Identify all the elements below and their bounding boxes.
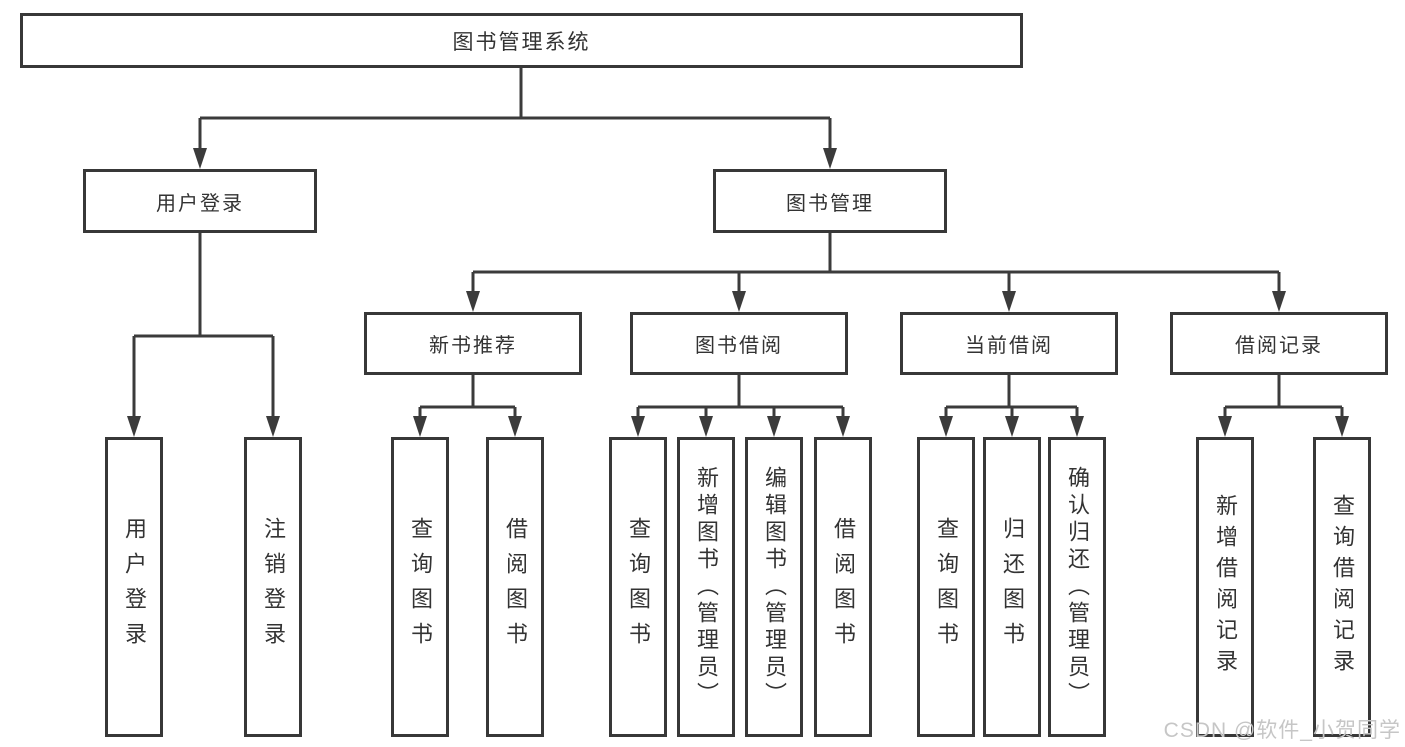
leaf-query-books-recommend: 查询图书 <box>391 437 449 737</box>
node-label: 用户登录 <box>156 192 244 215</box>
node-label: 编辑图书（管理员） <box>762 465 787 709</box>
node-label: 用户登录 <box>122 517 147 657</box>
csdn-watermark: CSDN @软件_小贺同学 <box>1163 719 1401 742</box>
node-user-login: 用户登录 <box>83 169 317 233</box>
leaf-user-login: 用户登录 <box>105 437 163 737</box>
node-label: 图书管理 <box>786 192 874 215</box>
leaf-query-books-borrow: 查询图书 <box>609 437 667 737</box>
node-label: 注销登录 <box>261 517 286 657</box>
node-label: 新增图书（管理员） <box>694 465 719 709</box>
node-label: 查询图书 <box>408 517 433 657</box>
node-label: 借阅图书 <box>831 517 856 657</box>
node-label: 新书推荐 <box>429 335 517 357</box>
connector-book-borrow-children <box>631 375 850 437</box>
connector-user-login-children <box>127 233 280 437</box>
node-book-management: 图书管理 <box>713 169 947 233</box>
node-borrow-record: 借阅记录 <box>1170 312 1388 375</box>
node-current-borrow: 当前借阅 <box>900 312 1118 375</box>
leaf-add-borrow-record: 新增借阅记录 <box>1196 437 1254 737</box>
node-label: 查询图书 <box>934 517 959 657</box>
node-label: 图书借阅 <box>695 335 783 357</box>
node-label: 确认归还（管理员） <box>1065 465 1090 709</box>
node-label: 图书管理系统 <box>452 30 591 54</box>
connector-borrow-record-children <box>1218 375 1349 437</box>
node-label: 查询图书 <box>626 517 651 657</box>
leaf-logout: 注销登录 <box>244 437 302 737</box>
node-label: 新增借阅记录 <box>1213 494 1238 680</box>
connector-new-book-children <box>413 375 522 437</box>
leaf-borrow-books-recommend: 借阅图书 <box>486 437 544 737</box>
node-book-borrow: 图书借阅 <box>630 312 848 375</box>
leaf-confirm-return-admin: 确认归还（管理员） <box>1048 437 1106 737</box>
node-label: 借阅记录 <box>1235 335 1323 357</box>
node-library-management-system: 图书管理系统 <box>20 13 1023 68</box>
node-label: 归还图书 <box>1000 517 1025 657</box>
node-label: 查询借阅记录 <box>1330 494 1355 680</box>
connector-current-borrow-children <box>939 375 1084 437</box>
node-label: 借阅图书 <box>503 517 528 657</box>
connector-root-to-level2 <box>193 68 837 169</box>
leaf-query-borrow-record: 查询借阅记录 <box>1313 437 1371 737</box>
connector-book-management-children <box>466 233 1286 312</box>
leaf-borrow-books: 借阅图书 <box>814 437 872 737</box>
leaf-edit-books-admin: 编辑图书（管理员） <box>745 437 803 737</box>
leaf-return-books: 归还图书 <box>983 437 1041 737</box>
node-label: 当前借阅 <box>965 335 1053 357</box>
leaf-add-books-admin: 新增图书（管理员） <box>677 437 735 737</box>
node-new-book-recommend: 新书推荐 <box>364 312 582 375</box>
leaf-query-books-current: 查询图书 <box>917 437 975 737</box>
